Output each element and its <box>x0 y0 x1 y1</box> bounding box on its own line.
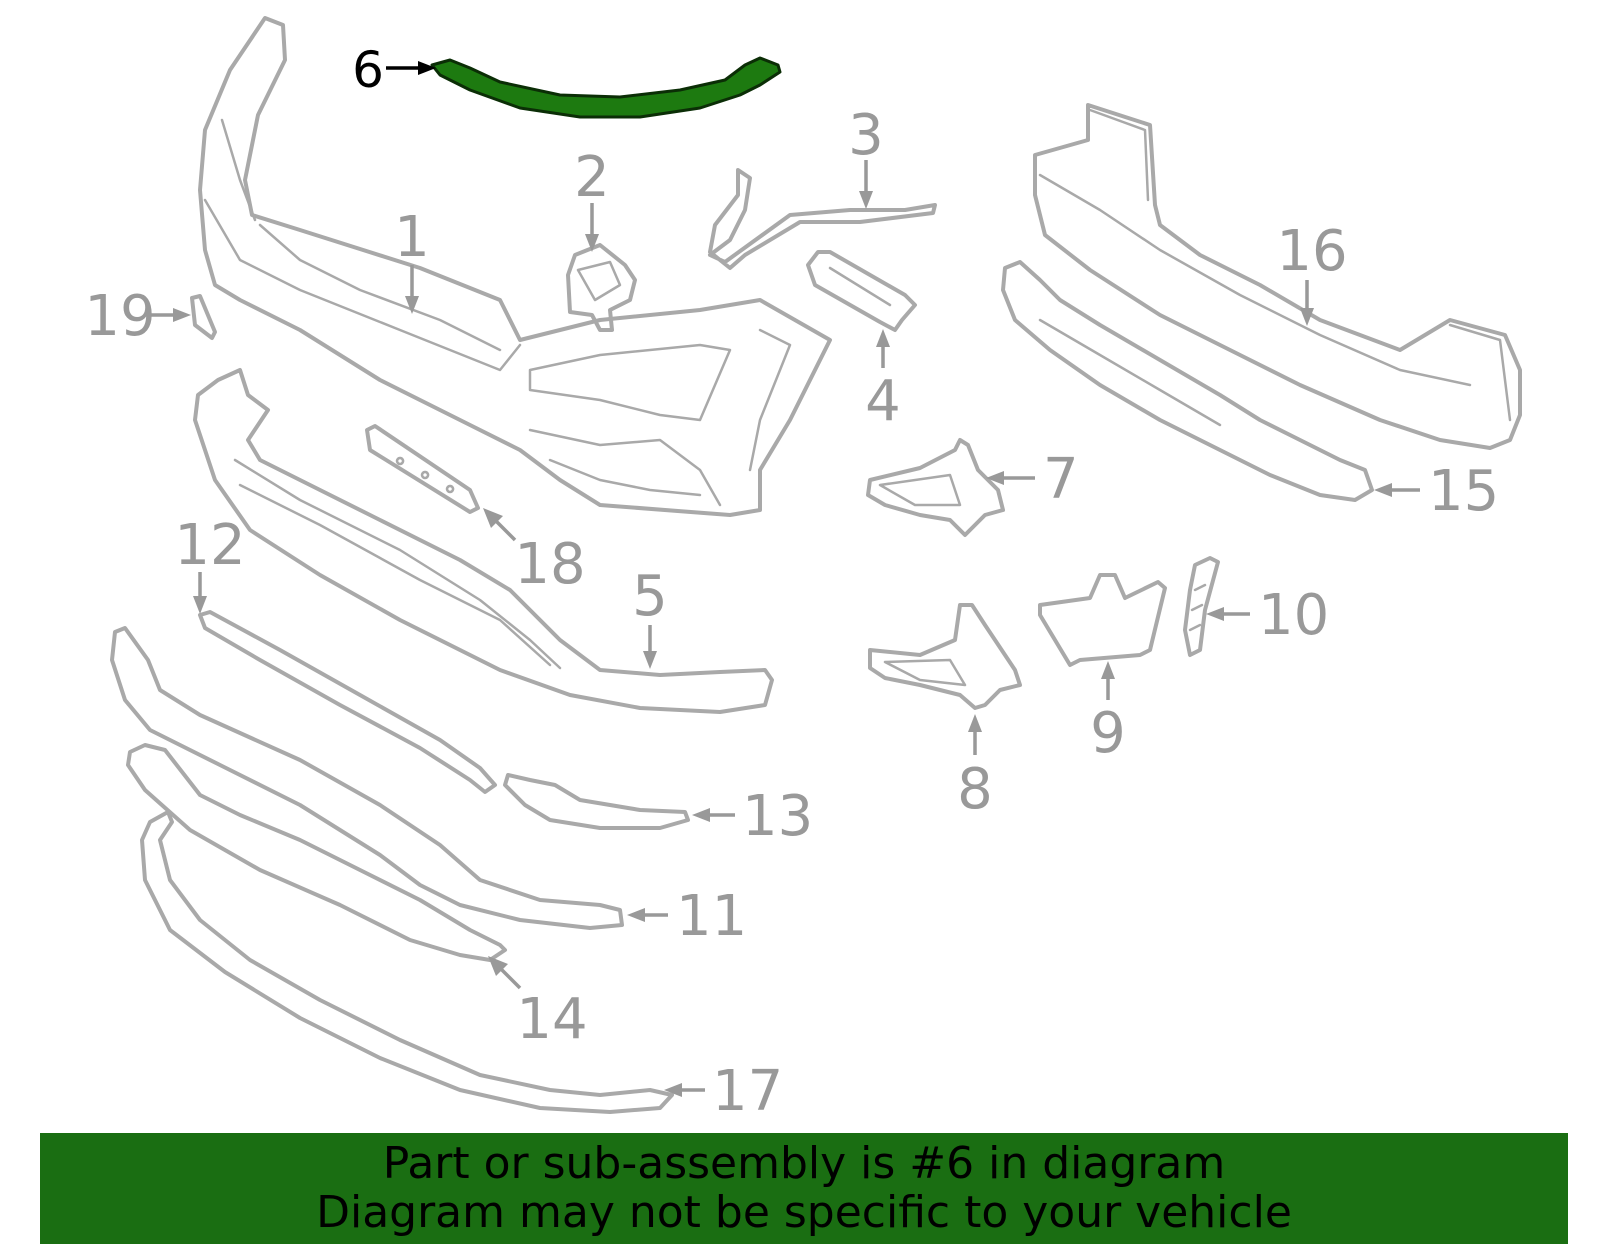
callout-4[interactable]: 4 <box>865 329 901 434</box>
callout-5[interactable]: 5 <box>632 564 668 669</box>
callout-label-14: 14 <box>516 987 587 1052</box>
callout-label-6: 6 <box>352 41 384 99</box>
callout-label-11: 11 <box>676 884 747 949</box>
callout-label-4: 4 <box>865 369 901 434</box>
callout-17[interactable]: 17 <box>664 1059 783 1124</box>
callout-6-highlighted[interactable]: 6 <box>352 41 436 99</box>
part-10-bracket[interactable] <box>1183 556 1220 657</box>
callout-16[interactable]: 16 <box>1276 219 1348 326</box>
callout-3[interactable]: 3 <box>848 103 884 209</box>
callout-label-17: 17 <box>712 1059 783 1124</box>
part-3-bracket[interactable] <box>708 168 937 270</box>
callout-label-10: 10 <box>1258 583 1329 648</box>
part-2-bracket[interactable] <box>566 243 637 332</box>
part-6-highlighted-trim[interactable] <box>430 56 782 119</box>
callout-label-19: 19 <box>84 284 155 349</box>
part-5-lower-bumper[interactable] <box>193 368 774 714</box>
part-13-trim[interactable] <box>503 773 690 830</box>
part-12-strip[interactable] <box>198 610 497 794</box>
callout-label-5: 5 <box>632 564 668 629</box>
callout-14[interactable]: 14 <box>488 956 588 1052</box>
callout-label-13: 13 <box>742 784 813 849</box>
callout-13[interactable]: 13 <box>692 784 813 849</box>
callout-15[interactable]: 15 <box>1374 459 1499 524</box>
callout-2[interactable]: 2 <box>574 145 610 252</box>
part-17-skid-plate[interactable] <box>140 810 674 1114</box>
part-1-bumper-cover[interactable] <box>198 16 832 517</box>
callout-label-18: 18 <box>514 532 585 597</box>
callout-9[interactable]: 9 <box>1090 661 1126 766</box>
callout-8[interactable]: 8 <box>957 714 993 822</box>
callout-1[interactable]: 1 <box>394 205 430 314</box>
callout-label-3: 3 <box>848 103 884 168</box>
callout-7[interactable]: 7 <box>986 447 1079 512</box>
part-18-bracket[interactable] <box>365 424 480 514</box>
callout-12[interactable]: 12 <box>174 513 246 614</box>
callout-label-16: 16 <box>1276 219 1347 284</box>
part-14-molding[interactable] <box>126 743 507 962</box>
part-19-cap[interactable] <box>190 294 217 340</box>
part-11-molding[interactable] <box>110 626 624 930</box>
callout-label-9: 9 <box>1090 701 1126 766</box>
callout-label-2: 2 <box>574 145 610 210</box>
part-7-grille-insert[interactable] <box>866 438 1005 537</box>
callout-label-1: 1 <box>394 205 430 270</box>
callout-11[interactable]: 11 <box>627 884 747 949</box>
banner-line-1: Part or sub-assembly is #6 in diagram <box>382 1138 1226 1189</box>
part-15-absorber[interactable] <box>1001 260 1374 502</box>
banner-line-2: Diagram may not be specific to your vehi… <box>316 1187 1292 1238</box>
callout-19[interactable]: 19 <box>84 284 191 349</box>
part-8-grille-insert[interactable] <box>868 603 1022 710</box>
callout-18[interactable]: 18 <box>483 508 586 597</box>
part-9-cover[interactable] <box>1038 573 1167 667</box>
callout-label-15: 15 <box>1428 459 1499 524</box>
callout-label-8: 8 <box>957 757 993 822</box>
part-16-reinforcement[interactable] <box>1033 103 1522 450</box>
callout-label-12: 12 <box>174 513 245 578</box>
info-banner: Part or sub-assembly is #6 in diagram Di… <box>40 1133 1568 1244</box>
callout-10[interactable]: 10 <box>1206 583 1329 648</box>
part-4-bracket[interactable] <box>806 250 917 332</box>
callout-label-7: 7 <box>1043 447 1079 512</box>
